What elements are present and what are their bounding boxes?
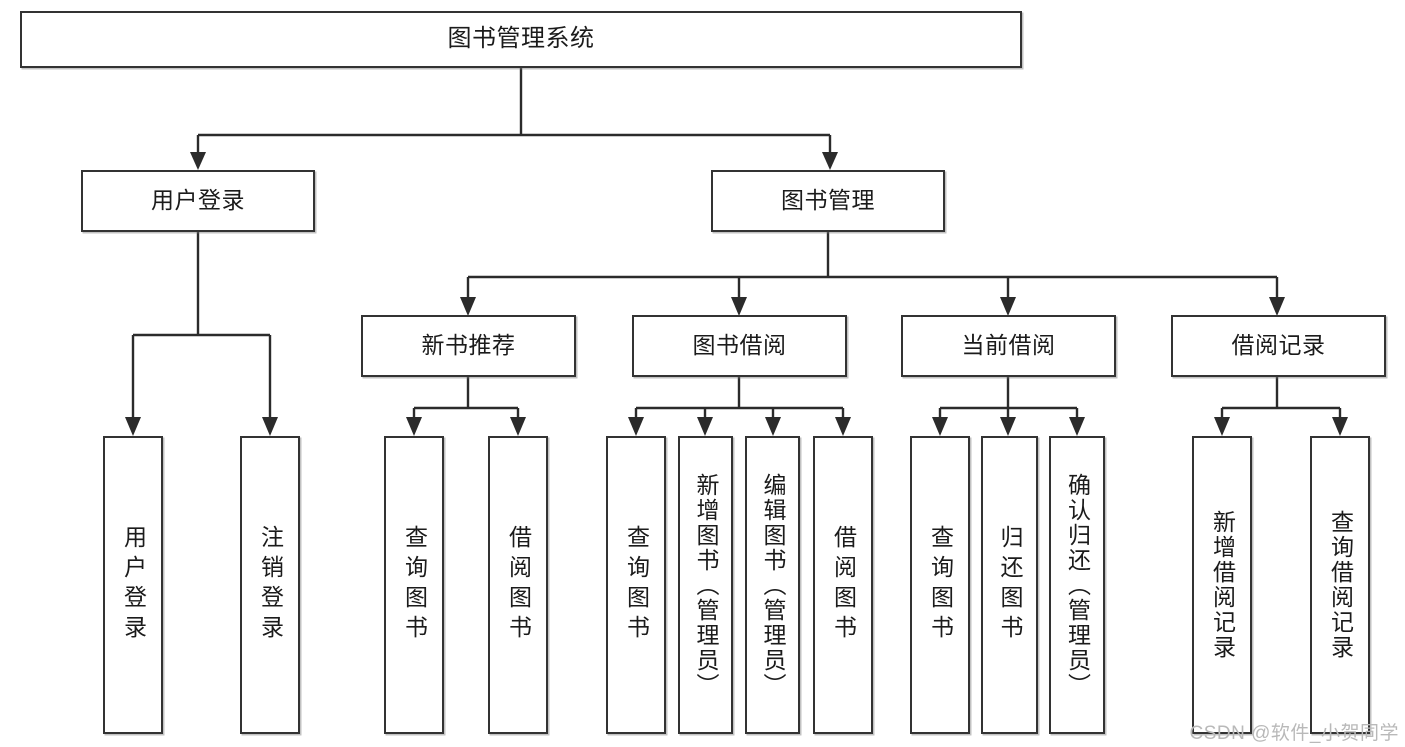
node-book-management[interactable]: 图书管理 <box>711 170 945 232</box>
watermark-text: CSDN @软件_小贺同学 <box>1189 723 1399 744</box>
node-leaf-user-logout-label: 注销登录 <box>257 525 284 645</box>
node-user-login-label: 用户登录 <box>151 187 245 214</box>
node-current-borrow-label: 当前借阅 <box>961 332 1056 359</box>
node-leaf-confirm-return-label: 确认归还（管理员） <box>1064 472 1091 698</box>
node-leaf-return-book-label: 归还图书 <box>997 525 1023 645</box>
node-leaf-edit-book[interactable]: 编辑图书（管理员） <box>745 436 800 734</box>
node-leaf-query-book-1[interactable]: 查询图书 <box>384 436 444 734</box>
connector-user-login-to-leaves <box>125 232 278 436</box>
node-leaf-add-book[interactable]: 新增图书（管理员） <box>678 436 733 734</box>
node-root[interactable]: 图书管理系统 <box>20 11 1022 68</box>
node-leaf-add-record[interactable]: 新增借阅记录 <box>1192 436 1252 734</box>
node-leaf-query-book-1-label: 查询图书 <box>401 525 428 645</box>
node-leaf-edit-book-label: 编辑图书（管理员） <box>760 472 786 698</box>
node-leaf-borrow-book-1[interactable]: 借阅图书 <box>488 436 548 734</box>
node-current-borrow[interactable]: 当前借阅 <box>901 315 1116 377</box>
node-leaf-user-login[interactable]: 用户登录 <box>103 436 163 734</box>
node-leaf-query-book-3[interactable]: 查询图书 <box>910 436 970 734</box>
node-root-label: 图书管理系统 <box>447 25 595 53</box>
node-book-borrow[interactable]: 图书借阅 <box>632 315 847 377</box>
connector-current-borrow-to-leaves <box>932 377 1085 436</box>
connector-book-borrow-to-leaves <box>628 377 851 436</box>
node-leaf-query-record-label: 查询借阅记录 <box>1327 510 1354 660</box>
node-borrow-record[interactable]: 借阅记录 <box>1171 315 1386 377</box>
node-borrow-record-label: 借阅记录 <box>1231 332 1326 359</box>
node-leaf-borrow-book-2-label: 借阅图书 <box>830 525 857 645</box>
node-leaf-user-login-label: 用户登录 <box>120 525 147 645</box>
connector-new-book-recommend-to-leaves <box>406 377 526 436</box>
node-leaf-query-book-3-label: 查询图书 <box>927 525 954 645</box>
node-leaf-return-book[interactable]: 归还图书 <box>981 436 1038 734</box>
connector-root-to-level2 <box>190 68 838 170</box>
connector-book-management-to-level3 <box>460 232 1285 316</box>
node-leaf-user-logout[interactable]: 注销登录 <box>240 436 300 734</box>
node-leaf-query-record[interactable]: 查询借阅记录 <box>1310 436 1370 734</box>
node-leaf-borrow-book-1-label: 借阅图书 <box>505 525 532 645</box>
node-book-management-label: 图书管理 <box>781 187 875 214</box>
node-new-book-recommend[interactable]: 新书推荐 <box>361 315 576 377</box>
node-user-login[interactable]: 用户登录 <box>81 170 315 232</box>
node-leaf-confirm-return[interactable]: 确认归还（管理员） <box>1049 436 1105 734</box>
node-leaf-query-book-2-label: 查询图书 <box>623 525 650 645</box>
node-leaf-borrow-book-2[interactable]: 借阅图书 <box>813 436 873 734</box>
connector-borrow-record-to-leaves <box>1214 377 1348 436</box>
node-book-borrow-label: 图书借阅 <box>692 332 787 359</box>
node-leaf-query-book-2[interactable]: 查询图书 <box>606 436 666 734</box>
node-leaf-add-record-label: 新增借阅记录 <box>1209 510 1236 660</box>
node-leaf-add-book-label: 新增图书（管理员） <box>693 472 719 698</box>
node-new-book-recommend-label: 新书推荐 <box>421 332 516 359</box>
